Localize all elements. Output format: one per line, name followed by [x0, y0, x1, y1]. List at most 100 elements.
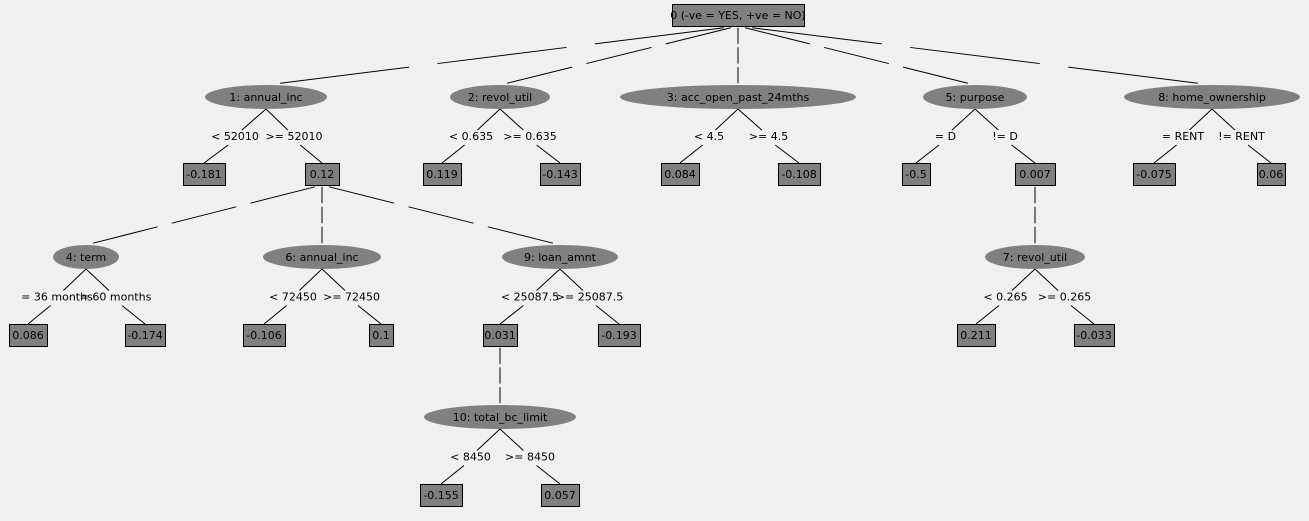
- tree-edge: = D: [915, 108, 976, 164]
- edge-line: [915, 144, 940, 164]
- tree-edge: < 0.635: [441, 108, 501, 164]
- node-box: [243, 324, 286, 347]
- node-label: -0.075: [1136, 168, 1171, 181]
- edge-line: [299, 268, 323, 291]
- split-node: 1: annual_inc: [205, 85, 327, 109]
- split-node: 3: acc_open_past_24mths: [620, 85, 856, 109]
- node-label: 0.12: [310, 168, 335, 181]
- node-label: 0.1: [372, 329, 390, 342]
- edge-label: = 60 months: [80, 291, 152, 304]
- node-box: [540, 163, 581, 186]
- leaf-node: 0.211: [957, 324, 996, 347]
- split-node: 4: term: [53, 245, 119, 269]
- edge-line: [679, 144, 703, 164]
- tree-edge: >= 52010: [265, 108, 322, 164]
- edge-line: [715, 108, 739, 131]
- leaf-node: -0.075: [1133, 163, 1176, 186]
- tree-edge: >= 0.635: [499, 108, 561, 164]
- node-label: 4: term: [66, 251, 106, 264]
- edge-line: [1068, 66, 1198, 84]
- node-label: 7: revol_util: [1003, 251, 1067, 264]
- node-oval: [263, 245, 381, 269]
- edge-line: [1011, 268, 1036, 291]
- leaf-node: -0.106: [243, 324, 286, 347]
- edge-line: [974, 108, 999, 131]
- node-box: [9, 324, 48, 347]
- leaf-node: -0.5: [902, 163, 931, 186]
- tree-edge: >= 25087.5: [556, 268, 623, 325]
- edge-label: = RENT: [1162, 130, 1205, 143]
- node-oval: [53, 245, 119, 269]
- edge-label: < 8450: [450, 451, 491, 464]
- leaf-node: 0.12: [305, 163, 340, 186]
- edge-line: [499, 108, 524, 131]
- edge-line: [774, 144, 800, 164]
- edge-line: [499, 305, 524, 325]
- root-node: 0 (-ve = YES, +ve = NO): [670, 4, 806, 27]
- edge-line: [665, 27, 731, 45]
- node-label: -0.106: [246, 329, 281, 342]
- node-label: 1: annual_inc: [229, 91, 302, 104]
- edge-line: [265, 108, 289, 131]
- edge-line: [241, 108, 267, 131]
- edge-line: [477, 108, 501, 131]
- node-label: 0.211: [960, 329, 992, 342]
- node-box: [305, 163, 340, 186]
- tree-edge: >= 8450: [499, 428, 561, 485]
- edge-line: [1211, 108, 1236, 131]
- tree-edge: < 72450: [263, 268, 323, 325]
- node-box: [778, 163, 821, 186]
- leaf-node: -0.143: [540, 163, 581, 186]
- node-box: [1257, 163, 1286, 186]
- node-oval: [620, 85, 856, 109]
- edge-line: [27, 305, 51, 325]
- tree-edge: < 0.265: [975, 268, 1036, 325]
- node-box: [672, 4, 805, 27]
- edge-label: < 0.265: [983, 291, 1027, 304]
- tree-edge: < 25087.5: [499, 268, 561, 325]
- node-label: 0.084: [664, 168, 696, 181]
- node-label: -0.155: [423, 489, 458, 502]
- edge-line: [171, 206, 237, 224]
- tree-edge: [744, 27, 969, 84]
- edge-line: [280, 66, 410, 84]
- tree-edge: = RENT: [1153, 108, 1213, 164]
- edge-label: != RENT: [1218, 130, 1265, 143]
- leaf-node: 0.057: [541, 484, 580, 507]
- edge-label: >= 0.635: [503, 130, 556, 143]
- edge-label: >= 8450: [505, 451, 555, 464]
- node-label: 0.031: [484, 329, 516, 342]
- node-label: -0.033: [1076, 329, 1111, 342]
- node-label: -0.193: [601, 329, 636, 342]
- edge-line: [507, 66, 573, 84]
- edge-label: < 52010: [211, 130, 259, 143]
- edge-line: [752, 27, 882, 45]
- node-box: [483, 324, 518, 347]
- edge-label: < 4.5: [694, 130, 724, 143]
- tree-edge: [329, 186, 553, 244]
- node-label: -0.174: [127, 329, 162, 342]
- tree-edge: < 8450: [440, 428, 501, 485]
- node-box: [369, 324, 394, 347]
- leaf-node: -0.193: [598, 324, 641, 347]
- edge-line: [975, 305, 1000, 325]
- node-oval: [502, 245, 618, 269]
- edge-line: [595, 305, 620, 325]
- edge-line: [357, 305, 382, 325]
- node-label: 0.06: [1259, 168, 1284, 181]
- tree-edge: = 36 months: [21, 268, 93, 325]
- edge-line: [910, 46, 1040, 65]
- node-label: 10: total_bc_limit: [453, 411, 548, 424]
- node-box: [1133, 163, 1176, 186]
- edge-line: [85, 268, 110, 291]
- node-label: -0.5: [905, 168, 926, 181]
- tree-edge: >= 4.5: [737, 108, 800, 164]
- split-node: 7: revol_util: [985, 245, 1085, 269]
- edge-line: [1247, 144, 1272, 164]
- edge-label: >= 0.265: [1038, 291, 1091, 304]
- edge-line: [441, 144, 465, 164]
- node-box: [420, 484, 463, 507]
- node-box: [423, 163, 462, 186]
